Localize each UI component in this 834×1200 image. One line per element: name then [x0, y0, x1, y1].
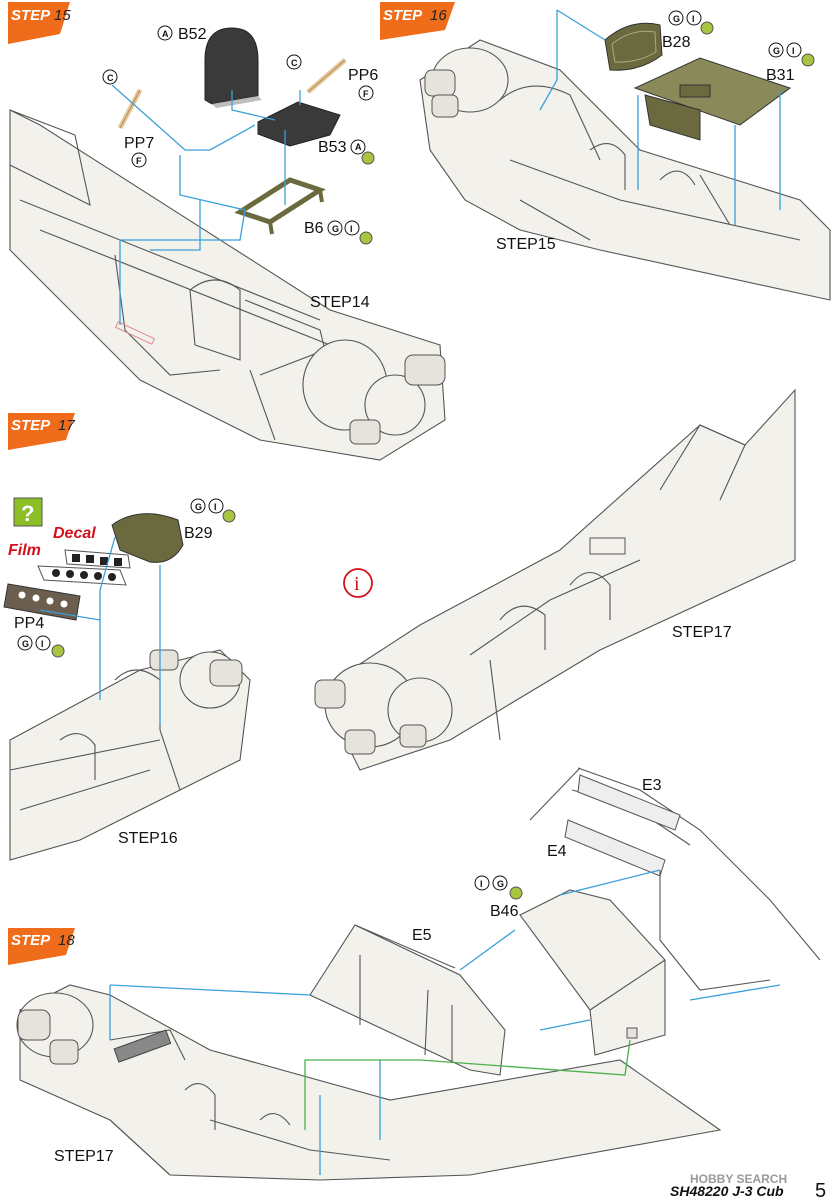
part-pp4-film: [3, 583, 81, 621]
kit-title: SH48220 J-3 Cub: [670, 1183, 784, 1199]
svg-text:I: I: [480, 879, 483, 889]
step-16-number: 16: [430, 7, 447, 24]
part-b52-seatback: [204, 27, 262, 108]
fuselage-step17-drawing: [314, 388, 796, 771]
part-label-e3: E3: [642, 777, 662, 794]
part-e5-windscreen: [309, 924, 506, 1076]
fuselage-step14-drawing: [9, 109, 446, 461]
svg-text:I: I: [41, 639, 44, 649]
step-17-left-arrows: [39, 536, 161, 725]
part-label-e5: E5: [412, 927, 432, 944]
sub-label-step17-b: STEP17: [54, 1148, 114, 1165]
svg-text:G: G: [22, 639, 29, 649]
part-label-pp6: PP6: [348, 67, 378, 84]
step-18-banner: STEP 18: [8, 928, 75, 965]
part-pp6-stick: [306, 58, 347, 94]
question-callout: ?: [13, 497, 43, 527]
svg-text:A: A: [162, 29, 169, 39]
step-15-assembly-arrows: [111, 84, 301, 325]
part-label-pp4: PP4: [14, 615, 44, 632]
part-label-b28: B28: [662, 34, 691, 51]
step-15-section: STEP 15 STEP14 A B52: [8, 2, 446, 461]
step-15-number: 15: [54, 7, 71, 24]
decal-instrument-strip: [37, 549, 131, 586]
svg-text:I: I: [214, 502, 217, 512]
step-18-assembly-arrows: [109, 869, 781, 1175]
part-pp7-stick: [117, 88, 143, 130]
svg-text:I: I: [792, 46, 795, 56]
step-18-section: STEP 18 E3 E4 I G B46: [8, 767, 821, 1181]
part-label-b52: B52: [178, 26, 207, 43]
step-17-number: 17: [58, 417, 75, 434]
svg-text:G: G: [332, 224, 339, 234]
svg-text:F: F: [136, 156, 142, 166]
part-label-b46: B46: [490, 903, 519, 920]
step-16-label: STEP: [383, 7, 423, 24]
svg-text:F: F: [363, 89, 369, 99]
part-label-b29: B29: [184, 525, 213, 542]
fuselage-step15-drawing: [419, 39, 831, 301]
svg-text:A: A: [355, 142, 362, 152]
svg-text:?: ?: [21, 501, 34, 526]
part-b31-floor: [633, 57, 792, 141]
paint-drop-icon: [361, 151, 375, 165]
info-icon: i: [354, 573, 360, 595]
page-number: 5: [815, 1180, 826, 1200]
sub-label-step17-a: STEP17: [672, 624, 732, 641]
svg-text:I: I: [350, 224, 353, 234]
fuselage-step16-drawing: [9, 649, 251, 861]
step-17-label: STEP: [11, 417, 51, 434]
svg-text:G: G: [673, 14, 680, 24]
info-callout: i: [343, 568, 373, 598]
step-15-banner: STEP 15: [8, 2, 71, 44]
svg-text:I: I: [692, 14, 695, 24]
part-label-b31: B31: [766, 67, 795, 84]
watermark: HOBBY SEARCH: [690, 1172, 787, 1186]
svg-text:C: C: [291, 58, 298, 68]
part-e3-e4-frames: [529, 767, 821, 991]
svg-text:G: G: [195, 502, 202, 512]
step-16-banner: STEP 16: [380, 2, 455, 40]
svg-text:G: G: [497, 879, 504, 889]
part-label-b6: B6: [304, 220, 324, 237]
part-label-e4: E4: [547, 843, 567, 860]
decal-label: Decal: [53, 525, 96, 542]
step-18-number: 18: [58, 932, 75, 949]
part-b6-frame: [234, 177, 326, 235]
step-17-banner: STEP 17: [8, 413, 75, 450]
part-b29-cover: [111, 513, 184, 563]
step-16-assembly-arrows: [539, 9, 781, 225]
part-b46-turtledeck: [519, 889, 666, 1056]
sub-label-step16: STEP16: [118, 830, 178, 847]
step-16-section: STEP 16 STEP15 G I B28: [380, 2, 831, 301]
svg-text:G: G: [773, 46, 780, 56]
part-b28-panel: [604, 22, 663, 71]
paint-icon-a: [157, 25, 173, 41]
step-17-section: STEP 17 ? Film Decal: [3, 388, 796, 861]
part-label-pp7: PP7: [124, 135, 154, 152]
part-label-b53: B53: [318, 139, 347, 156]
part-b53-cushion: [257, 101, 341, 147]
svg-text:C: C: [107, 73, 114, 83]
film-label: Film: [8, 542, 41, 559]
sub-label-step14: STEP14: [310, 294, 370, 311]
step-18-label: STEP: [11, 932, 51, 949]
sub-label-step15: STEP15: [496, 236, 556, 253]
page-footer: HOBBY SEARCH SH48220 J-3 Cub 5: [670, 1172, 826, 1200]
step-15-label: STEP: [11, 7, 51, 24]
